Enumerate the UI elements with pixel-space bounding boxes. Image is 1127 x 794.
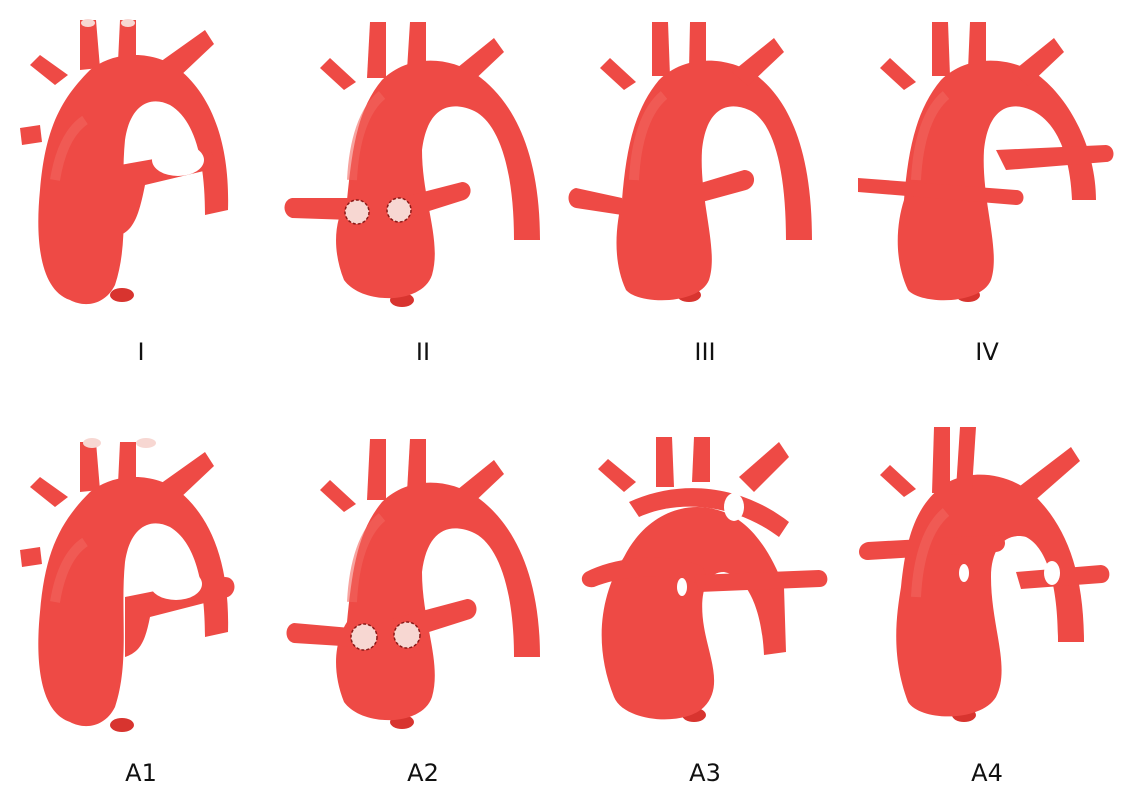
panel-A1: A1 [0, 397, 282, 794]
aortic-arch-illustration [0, 397, 282, 794]
aortic-arch-illustration [282, 397, 564, 794]
panel-label: A3 [564, 759, 846, 787]
panel-A2: A2 [282, 397, 564, 794]
panel-label: A2 [282, 759, 564, 787]
panel-label: II [282, 338, 564, 366]
panel-label: I [0, 338, 282, 366]
panel-I: I [0, 0, 282, 397]
panel-IV: IV [846, 0, 1127, 397]
panel-II: II [282, 0, 564, 397]
panel-label: IV [846, 338, 1127, 366]
aortic-arch-illustration [846, 397, 1127, 794]
panel-A4: A4 [846, 397, 1127, 794]
panel-label: A4 [846, 759, 1127, 787]
panel-III: III [564, 0, 846, 397]
panel-label: III [564, 338, 846, 366]
aortic-arch-illustration [564, 397, 846, 794]
panel-label: A1 [0, 759, 282, 787]
panel-A3: A3 [564, 397, 846, 794]
